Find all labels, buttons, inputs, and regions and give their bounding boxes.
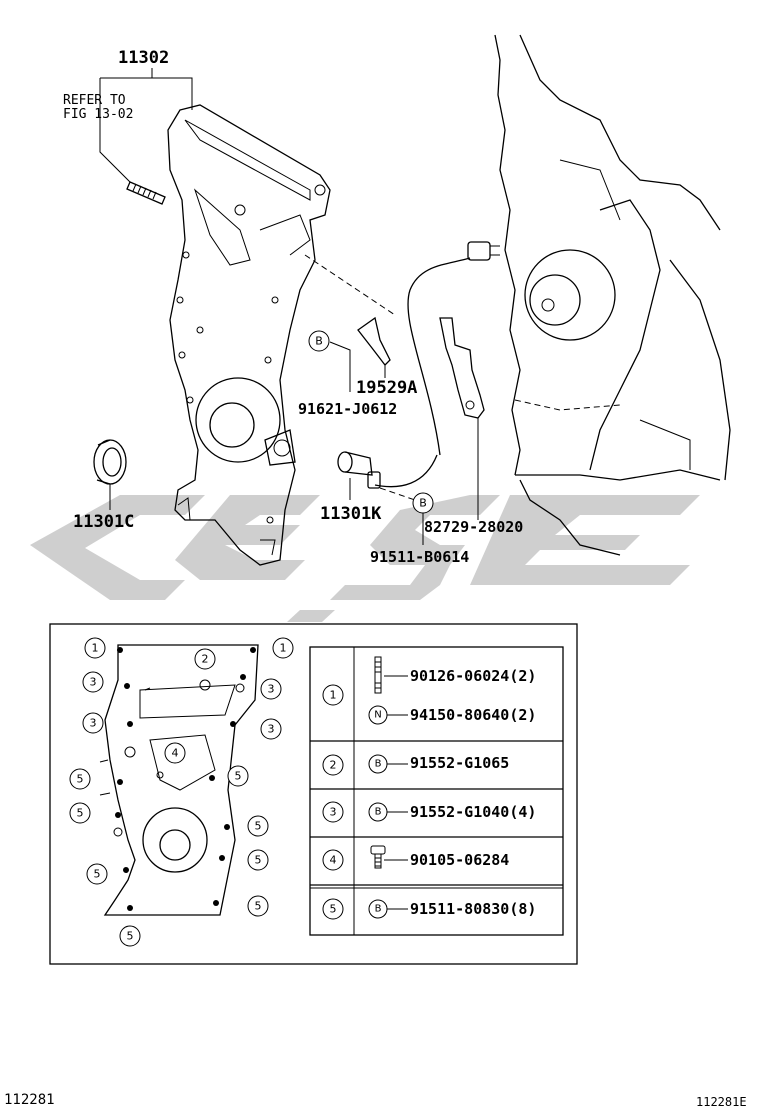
engine-block	[494, 34, 731, 556]
bolt-marker: B	[375, 807, 382, 818]
footer-right-code: 112281E	[696, 1095, 747, 1109]
callout-5: 5	[69, 768, 91, 790]
svg-text:5: 5	[77, 773, 84, 786]
callout-5: 5	[119, 925, 141, 947]
label-main-part: 11302	[118, 48, 169, 68]
sensor-harness	[374, 241, 500, 488]
svg-text:3: 3	[90, 717, 97, 730]
svg-text:1: 1	[280, 642, 287, 655]
footer-left-code: 112281	[4, 1092, 55, 1108]
callout-5: 5	[247, 815, 269, 837]
part-number: 90105-06284	[410, 851, 509, 869]
dashed-leader	[379, 487, 416, 501]
marker-b-bracket: B	[308, 330, 330, 352]
svg-text:3: 3	[90, 676, 97, 689]
part-number: 91552-G1065	[410, 754, 509, 772]
callout-4: 4	[164, 742, 186, 764]
svg-text:3: 3	[268, 683, 275, 696]
svg-text:2: 2	[202, 653, 209, 666]
crank-sensor	[337, 451, 381, 489]
table-row-4: 4 90105-06284	[322, 845, 509, 871]
callout-5: 5	[247, 849, 269, 871]
nut-marker: N	[374, 710, 381, 721]
svg-text:5: 5	[77, 807, 84, 820]
part-number: 91511-80830(8)	[410, 900, 536, 918]
label-clamp: 82729-28020	[424, 518, 523, 536]
table-row-5: 5 B 91511-80830(8)	[322, 898, 536, 920]
dashed-leader	[304, 254, 396, 316]
callout-5: 5	[227, 765, 249, 787]
svg-text:5: 5	[127, 930, 134, 943]
stud-bolt	[126, 181, 166, 205]
table-row-1: 1 90126-06024(2) N 94150-80640(2)	[322, 656, 536, 725]
svg-text:1: 1	[92, 642, 99, 655]
svg-text:B: B	[419, 497, 427, 510]
bolt-icon	[370, 845, 386, 869]
callout-3: 3	[260, 678, 282, 700]
svg-text:5: 5	[255, 900, 262, 913]
part-number: 94150-80640(2)	[410, 706, 536, 724]
bolt-marker: B	[375, 904, 382, 915]
svg-text:4: 4	[330, 854, 337, 867]
label-sensor-bolt: 91511-B0614	[370, 548, 469, 566]
table-row-3: 3 B 91552-G1040(4)	[322, 801, 536, 823]
callout-1: 1	[272, 637, 294, 659]
part-number: 90126-06024(2)	[410, 667, 536, 685]
callout-3: 3	[82, 671, 104, 693]
callout-5: 5	[247, 895, 269, 917]
sensor-bracket	[357, 316, 391, 378]
svg-text:5: 5	[255, 854, 262, 867]
callout-3: 3	[260, 718, 282, 740]
stud-icon	[374, 656, 382, 694]
callout-3: 3	[82, 712, 104, 734]
svg-text:1: 1	[330, 689, 337, 702]
table-row-2: 2 B 91552-G1065	[322, 754, 509, 776]
fastener-inset-frame	[49, 623, 578, 965]
label-refer-line1: REFER TO	[63, 93, 126, 108]
svg-text:5: 5	[255, 820, 262, 833]
wire-clamp	[439, 317, 485, 520]
svg-text:3: 3	[268, 723, 275, 736]
callout-1: 1	[84, 637, 106, 659]
callout-5: 5	[69, 802, 91, 824]
timing-cover	[167, 104, 331, 566]
label-oil-seal: 11301C	[73, 512, 134, 532]
label-bracket-bolt: 91621-J0612	[298, 400, 397, 418]
callout-2: 2	[194, 648, 216, 670]
svg-text:5: 5	[330, 903, 337, 916]
label-sensor: 11301K	[320, 504, 382, 524]
svg-text:B: B	[315, 335, 323, 348]
oil-seal	[93, 439, 127, 485]
label-refer-line2: FIG 13-02	[63, 107, 133, 122]
watermark-logo	[30, 495, 700, 622]
part-number: 91552-G1040(4)	[410, 803, 536, 821]
svg-text:2: 2	[330, 759, 337, 772]
label-bracket: 19529A	[356, 378, 417, 398]
marker-b-sensor: B	[412, 492, 434, 514]
fastener-table: 1 90126-06024(2) N 94150-80640(2) 2 B 91…	[309, 646, 564, 936]
svg-text:4: 4	[172, 747, 179, 760]
inset-cover-outline	[99, 644, 259, 916]
svg-text:5: 5	[235, 770, 242, 783]
callout-5: 5	[86, 863, 108, 885]
svg-text:5: 5	[94, 868, 101, 881]
svg-text:3: 3	[330, 806, 337, 819]
leader-lines	[99, 68, 424, 545]
bolt-marker: B	[375, 759, 382, 770]
